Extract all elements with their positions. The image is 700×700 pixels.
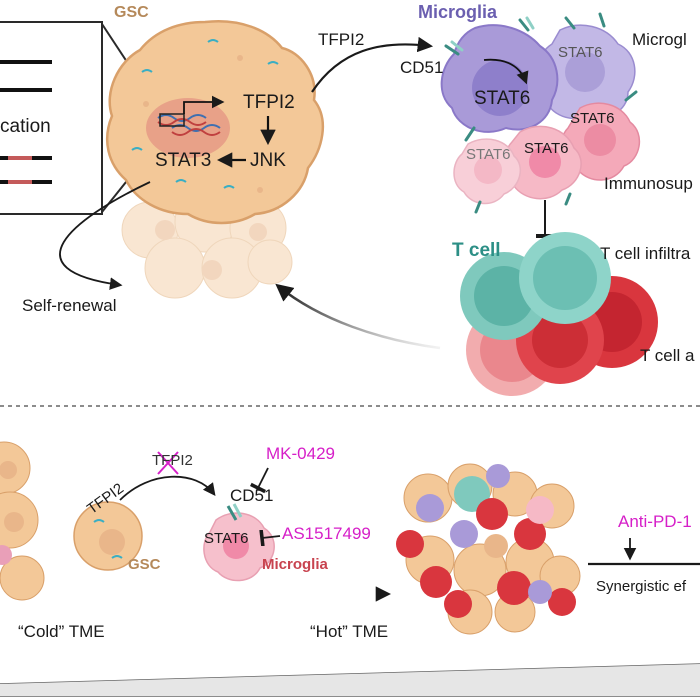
cross-mark-icon — [157, 451, 179, 475]
anti-pd1-label: Anti-PD-1 — [618, 512, 692, 531]
t-cells — [460, 232, 658, 396]
tcell-return-arrow — [275, 283, 441, 350]
stat6-label-a: STAT6 — [558, 44, 603, 61]
tcell-infiltra-label: T cell infiltra — [600, 244, 691, 263]
bottom-stat6-label: STAT6 — [204, 530, 249, 547]
gsc-label: GSC — [114, 4, 149, 21]
gradient-wedge — [0, 663, 700, 697]
stat6-label-d: STAT6 — [466, 146, 511, 163]
bottom-microglia-cell — [203, 503, 275, 582]
arrow-tfpi2-label: TFPI2 — [318, 30, 365, 49]
bottom-gsc-label: GSC — [128, 556, 161, 573]
microglia-right-label: Microgl — [632, 30, 687, 49]
cd51-label: CD51 — [400, 58, 444, 77]
cold-tme-label: “Cold” TME — [18, 622, 105, 641]
gsc-stat3-label: STAT3 — [155, 150, 212, 171]
tcell-a-label: T cell a — [640, 346, 695, 365]
gsc-jnk-label: JNK — [250, 150, 286, 171]
left-box-text: cation — [0, 116, 51, 137]
hot-tme-label: “Hot” TME — [310, 622, 389, 641]
mk0429-inhibit — [249, 467, 269, 494]
tfpi2-crossed-label: TFPI2 — [152, 452, 193, 469]
tfpi2-arrow — [311, 36, 434, 93]
bottom-cd51-label: CD51 — [230, 486, 274, 505]
hot-tme-cluster — [396, 463, 581, 635]
bottom-microglia-label: Microglia — [262, 556, 328, 573]
stat6-label-c: STAT6 — [524, 140, 569, 157]
as1517499-inhibit — [259, 529, 281, 547]
self-renewal-label: Self-renewal — [22, 296, 117, 315]
synergistic-label: Synergistic ef — [596, 578, 687, 595]
stat6-label-b: STAT6 — [570, 110, 615, 127]
mk0429-label: MK-0429 — [266, 444, 335, 463]
cold-tme-cluster — [0, 441, 45, 601]
immunosup-label: Immunosup — [604, 174, 693, 193]
as1517499-label: AS1517499 — [282, 524, 371, 543]
bottom-gsc-cell — [73, 501, 143, 571]
microglia-title: Microglia — [418, 2, 498, 22]
microglia-cluster — [440, 12, 641, 214]
gsc-cell — [105, 20, 324, 225]
tcell-label: T cell — [452, 240, 501, 261]
self-renewal-arrow — [59, 181, 151, 290]
bottom-tfpi2-arrow — [119, 475, 216, 501]
gsc-tfpi2-label: TFPI2 — [243, 92, 295, 113]
stat6-big-label: STAT6 — [474, 88, 531, 109]
